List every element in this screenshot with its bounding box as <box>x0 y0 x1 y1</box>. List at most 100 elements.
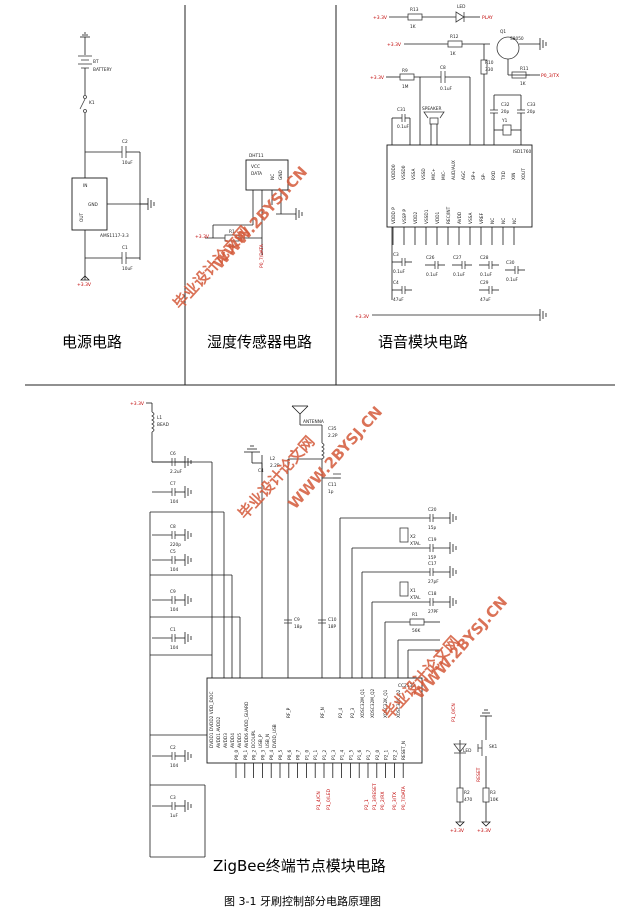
pin-label: AVDD <box>457 211 463 224</box>
pin-label: P1_6 <box>357 750 363 760</box>
pin-label: MIC+ <box>431 168 437 180</box>
zig-rail-sw: +3.3V <box>477 828 492 834</box>
pin-label: VREF <box>479 212 485 224</box>
c2-ref: C2 <box>122 139 128 145</box>
net-label: P0_7/DATA <box>401 785 407 810</box>
cap-ref: C29 <box>480 280 489 286</box>
cap-value: 104 <box>170 567 178 573</box>
dht11-pin-data: DATA <box>251 171 262 177</box>
ground-icon <box>244 445 260 453</box>
dht11-pin-vcc: VCC <box>251 164 260 170</box>
pin-label: P2_0 <box>375 750 381 760</box>
zigbee-circuit: +3.3V L1 BEAD C62.2uFC7104C8220pC5104C91… <box>130 401 498 858</box>
pin-label: USB_N <box>265 734 271 748</box>
c1-ref: C1 <box>122 245 128 251</box>
ground-icon <box>539 38 547 50</box>
pin-label: P2_1 <box>384 750 390 760</box>
cap-ref: C3 <box>170 795 176 801</box>
c11-ref: C11 <box>328 482 337 488</box>
pin-label: VSSA <box>411 169 417 180</box>
cap-value: 0.1uF <box>480 272 493 278</box>
xtal-icon <box>399 581 409 597</box>
q1-ref: Q1 <box>500 29 506 35</box>
ground-icon <box>184 632 192 644</box>
pin-label: XOSC32M_Q2 <box>370 689 376 718</box>
c32-ref: C32 <box>501 102 510 108</box>
cap-ref: C2 <box>170 745 176 751</box>
q1-type: S8050 <box>510 36 524 42</box>
cap-ref: C27 <box>453 255 462 261</box>
c11-value: 1p <box>328 489 334 495</box>
ground-icon <box>449 542 457 554</box>
zig-r3-ref: R3 <box>490 790 496 796</box>
voice-rail-bottom: +3.3V <box>355 314 370 320</box>
zigbee-decoupling-caps: C62.2uFC7104C8220pC5104C9104C1104C2104C3… <box>152 451 192 819</box>
caption-humidity: 湿度传感器电路 <box>207 333 313 351</box>
l1-ref: L1 <box>157 415 162 421</box>
pin-label: P0_3 <box>260 750 266 760</box>
pin-label: AVDD4 <box>230 733 236 748</box>
capacitor: C27 0.1uF <box>452 255 472 278</box>
l2-value: 2.2P <box>270 463 280 469</box>
cap-value: 0.1uF <box>393 269 406 275</box>
cap-ref: C17 <box>428 561 437 567</box>
pin-label: DVDD1 DVDD2 VDD_DIOC <box>209 692 215 748</box>
c33-value: 20p <box>527 109 535 115</box>
y1-ref: Y1 <box>501 118 508 124</box>
pin-label: P1_0 <box>304 750 310 760</box>
ground-icon <box>276 208 303 220</box>
caption-voice: 语音模块电路 <box>378 333 469 351</box>
cap-ref: C28 <box>480 255 489 261</box>
r11-ref: R11 <box>520 66 529 72</box>
cap-ref: C19 <box>428 537 437 543</box>
cap-value: 220p <box>170 542 181 548</box>
ground-icon <box>184 554 192 566</box>
cap-value: 47uF <box>393 297 404 303</box>
pin-label: AVDD1 AVDD2 <box>216 716 222 748</box>
r11-value: 1K <box>520 81 526 87</box>
pin-label: MIC- <box>441 170 447 180</box>
ground-icon <box>184 750 192 762</box>
voice-led-label: LED <box>457 4 466 10</box>
cap-ref: C1 <box>170 627 176 633</box>
r9-value: 1M <box>402 84 409 90</box>
zig-led-net: P1_0/CN <box>451 703 457 722</box>
pin-label: SP+ <box>471 171 477 180</box>
pin-label: VSSA <box>468 213 474 224</box>
pin-label: SP- <box>481 173 487 180</box>
zigbee-rail-label: +3.3V <box>130 401 145 407</box>
voice-rail-2: +3.3V <box>387 42 402 48</box>
cc2530-chip <box>206 677 423 764</box>
pin-label: AGC <box>461 171 467 180</box>
r12-ref: R12 <box>450 34 459 40</box>
r10-ref: R10 <box>485 60 494 66</box>
capacitor: C62.2uF <box>152 451 192 475</box>
figure-caption: 图 3-1 牙刷控制部分电路原理图 <box>224 895 381 908</box>
cap-value: 47uF <box>480 297 491 303</box>
x2-label: XTAL <box>410 541 421 547</box>
pushbutton-icon <box>477 740 483 756</box>
x1-ref: X1 <box>410 588 416 594</box>
l2-ref: L2 <box>270 456 275 462</box>
r10-value: 330 <box>485 67 493 73</box>
regulator-label: AMS1117-3.3 <box>100 233 129 239</box>
cc2530-label: CC2530 <box>398 683 415 689</box>
c31-ref: C31 <box>397 107 406 113</box>
c2-value: 10uF <box>122 160 133 166</box>
pin-label: XOSC32K_Q1 <box>383 689 389 718</box>
xtal-icon <box>399 527 409 543</box>
pin-label: RXD <box>491 170 497 180</box>
pin-label: XOUT <box>521 168 527 180</box>
ground-icon <box>147 198 155 210</box>
isd1760-chip <box>386 144 533 228</box>
pin-label: XIN <box>511 173 517 180</box>
c33-ref: C33 <box>527 102 536 108</box>
cap-value: 0.1uF <box>453 272 466 278</box>
cap-ref: C18 <box>428 591 437 597</box>
